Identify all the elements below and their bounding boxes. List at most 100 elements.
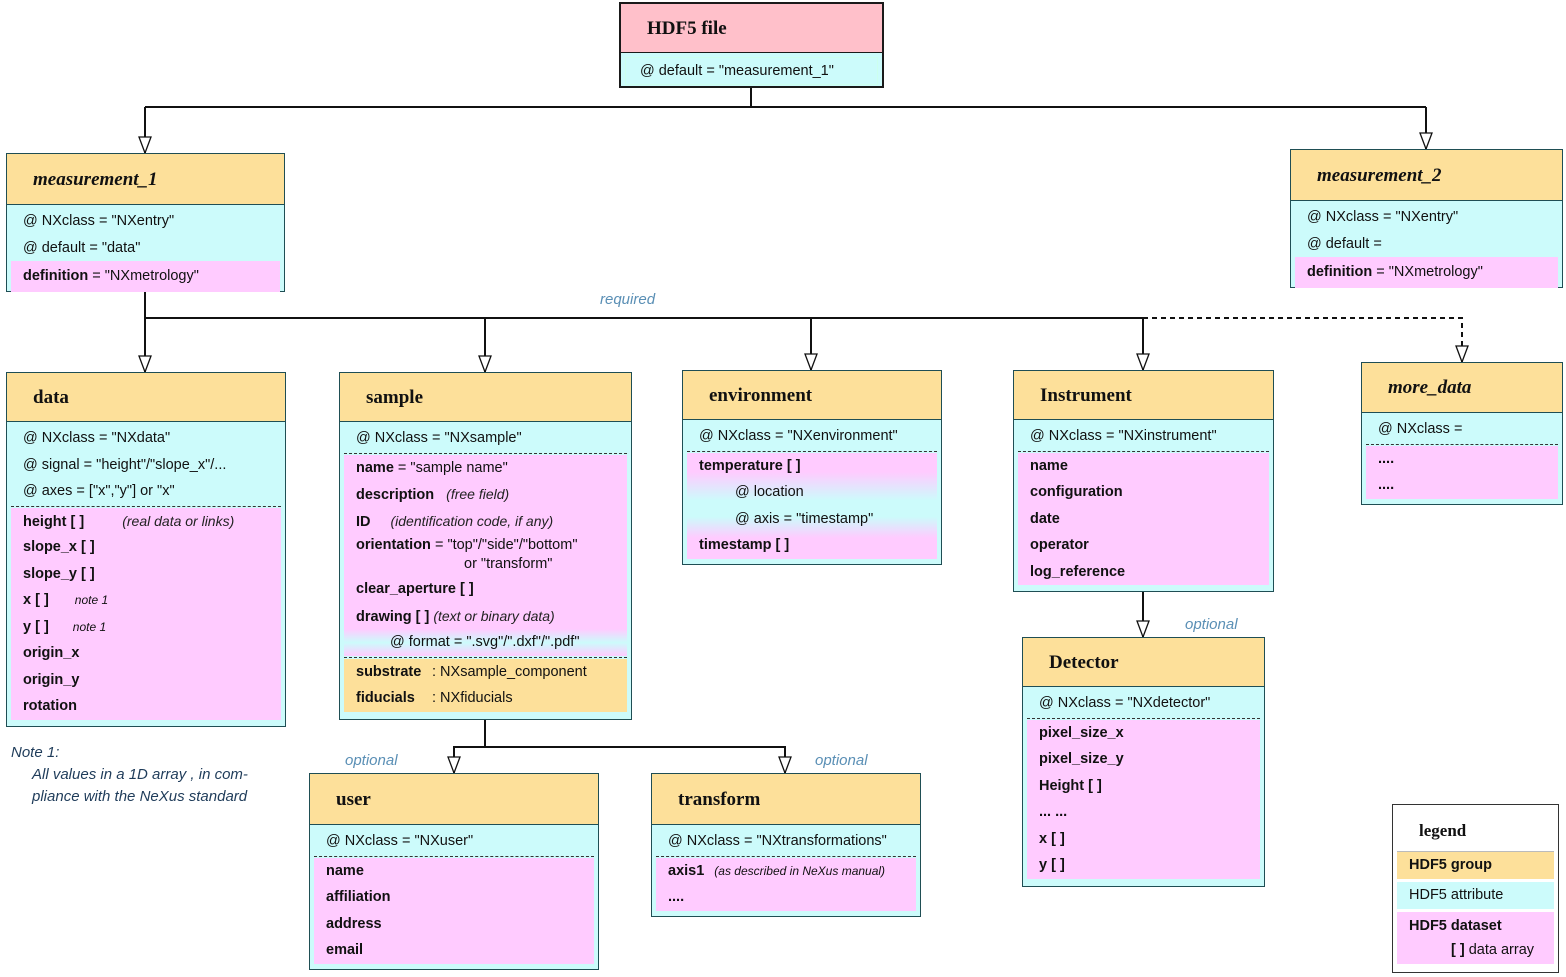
more-data-node[interactable]: more_data @ NXclass = .... .... xyxy=(1361,362,1563,505)
user-name: name xyxy=(326,862,364,879)
divider xyxy=(1366,443,1558,445)
dataset-slope-x: slope_x [ ] xyxy=(23,539,95,555)
user-affiliation: affiliation xyxy=(326,889,391,905)
detector-node[interactable]: Detector @ NXclass = "NXdetector" pixel_… xyxy=(1022,637,1265,887)
legend: legend HDF5 group HDF5 attribute HDF5 da… xyxy=(1392,804,1559,973)
sample-name: name = "sample name" xyxy=(356,459,508,476)
optional-user-label: optional xyxy=(345,752,398,769)
sample-id: ID(identification code, if any) xyxy=(356,512,554,530)
measurement-1-title: measurement_1 xyxy=(7,154,284,205)
divider xyxy=(1027,717,1260,719)
divider xyxy=(344,656,627,658)
instrument-name: name xyxy=(1030,457,1068,474)
arrowhead-environment xyxy=(804,353,818,372)
measurement-2-title: measurement_2 xyxy=(1291,150,1562,201)
environment-datasets: temperature [ ] @ location @ axis = "tim… xyxy=(687,452,937,559)
user-address: address xyxy=(326,915,382,932)
sample-clear-aperture: clear_aperture [ ] xyxy=(356,581,474,597)
arrowhead-more-data xyxy=(1455,345,1469,364)
hdf5-file-title: HDF5 file xyxy=(621,4,882,53)
measurement-2-nxclass: @ NXclass = "NXentry" xyxy=(1307,209,1459,225)
environment-title: environment xyxy=(683,371,941,420)
measurement-1-nxclass: @ NXclass = "NXentry" xyxy=(23,213,175,229)
measurement-2-node[interactable]: measurement_2 @ NXclass = "NXentry" @ de… xyxy=(1290,149,1563,288)
data-node[interactable]: data @ NXclass = "NXdata" @ signal = "he… xyxy=(6,372,286,727)
more-data-item: .... xyxy=(1378,450,1395,467)
measurement-1-definition: definition = "NXmetrology" xyxy=(11,261,280,292)
user-datasets: name affiliation address email xyxy=(314,857,594,964)
arrowhead-user xyxy=(447,756,461,775)
data-datasets: height [ ](real data or links) slope_x [… xyxy=(11,507,281,720)
instrument-log-reference: log_reference xyxy=(1030,563,1126,580)
sample-datasets: name = "sample name" description(free fi… xyxy=(344,454,627,656)
dataset-height: height [ ](real data or links) xyxy=(23,512,235,530)
divider xyxy=(11,505,281,507)
footnote-title: Note 1: xyxy=(11,744,60,761)
divider xyxy=(656,855,916,857)
optional-transform-label: optional xyxy=(815,752,868,769)
instrument-configuration: configuration xyxy=(1030,484,1123,500)
environment-node[interactable]: environment @ NXclass = "NXenvironment" … xyxy=(682,370,942,565)
dataset-origin-y: origin_y xyxy=(23,671,80,688)
link-sample-children xyxy=(453,720,786,773)
more-data-nxclass: @ NXclass = xyxy=(1378,421,1463,437)
legend-attribute: HDF5 attribute xyxy=(1397,882,1554,909)
instrument-operator: operator xyxy=(1030,537,1089,553)
arrowhead-measurement-2 xyxy=(1419,132,1433,151)
environment-timestamp: timestamp [ ] xyxy=(699,537,790,553)
detector-height: Height [ ] xyxy=(1039,777,1102,794)
arrowhead-detector xyxy=(1136,620,1150,639)
data-title: data xyxy=(7,373,285,422)
optional-detector-label: optional xyxy=(1185,616,1238,633)
divider xyxy=(344,452,627,454)
dataset-origin-x: origin_x xyxy=(23,645,80,661)
hdf5-file-node[interactable]: HDF5 file @ default = "measurement_1" xyxy=(619,2,884,88)
divider xyxy=(687,450,937,452)
instrument-date: date xyxy=(1030,510,1060,527)
dataset-x: x [ ]note 1 xyxy=(23,592,109,608)
transform-node[interactable]: transform @ NXclass = "NXtransformations… xyxy=(651,773,921,917)
environment-nxclass: @ NXclass = "NXenvironment" xyxy=(699,428,898,444)
required-label: required xyxy=(600,291,656,308)
transform-datasets: axis1(as described in NeXus manual) .... xyxy=(656,857,916,911)
legend-dataset: HDF5 dataset [ ] data array xyxy=(1397,912,1554,964)
measurement-1-default: @ default = "data" xyxy=(23,239,141,256)
footnote-line-2: pliance with the NeXus standard xyxy=(32,788,248,805)
dataset-y: y [ ]note 1 xyxy=(23,618,107,635)
detector-datasets: pixel_size_x pixel_size_y Height [ ] ...… xyxy=(1027,719,1260,879)
sample-groups: substrate: NXsample_component fiducials:… xyxy=(344,658,627,712)
environment-axis: @ axis = "timestamp" xyxy=(735,510,874,527)
more-data-datasets: .... .... xyxy=(1366,445,1558,499)
divider xyxy=(1018,450,1269,452)
link-root xyxy=(145,88,1426,108)
divider xyxy=(314,855,594,857)
environment-temperature: temperature [ ] xyxy=(699,457,801,474)
dataset-rotation: rotation xyxy=(23,698,77,714)
more-data-title: more_data xyxy=(1362,363,1562,413)
measurement-2-default: @ default = xyxy=(1307,235,1382,252)
transform-ellipsis: .... xyxy=(668,889,685,905)
link-more-data xyxy=(1143,317,1463,362)
user-nxclass: @ NXclass = "NXuser" xyxy=(326,833,474,849)
measurement-2-definition: definition = "NXmetrology" xyxy=(1295,257,1558,288)
detector-pixel-size-y: pixel_size_y xyxy=(1039,751,1124,767)
arrowhead-measurement-1 xyxy=(138,136,152,155)
more-data-item: .... xyxy=(1378,477,1395,493)
measurement-1-node[interactable]: measurement_1 @ NXclass = "NXentry" @ de… xyxy=(6,153,285,292)
detector-x: x [ ] xyxy=(1039,830,1065,847)
data-axes: @ axes = ["x","y"] or "x" xyxy=(23,483,175,499)
detector-y: y [ ] xyxy=(1039,857,1065,873)
sample-orientation-cont: or "transform" xyxy=(464,556,553,572)
sample-substrate: substrate: NXsample_component xyxy=(356,663,587,680)
instrument-node[interactable]: Instrument @ NXclass = "NXinstrument" na… xyxy=(1013,370,1274,592)
sample-nxclass: @ NXclass = "NXsample" xyxy=(356,430,522,446)
sample-node[interactable]: sample @ NXclass = "NXsample" name = "sa… xyxy=(339,372,632,720)
user-node[interactable]: user @ NXclass = "NXuser" name affiliati… xyxy=(309,773,599,970)
sample-title: sample xyxy=(340,373,631,422)
arrowhead-instrument xyxy=(1136,353,1150,372)
sample-format-attribute: @ format = ".svg"/".dxf"/".pdf" xyxy=(344,629,627,656)
transform-axis1: axis1(as described in NeXus manual) xyxy=(668,862,886,879)
transform-nxclass: @ NXclass = "NXtransformations" xyxy=(668,833,887,849)
arrowhead-data xyxy=(138,355,152,374)
legend-array-text: data array xyxy=(1468,942,1535,958)
